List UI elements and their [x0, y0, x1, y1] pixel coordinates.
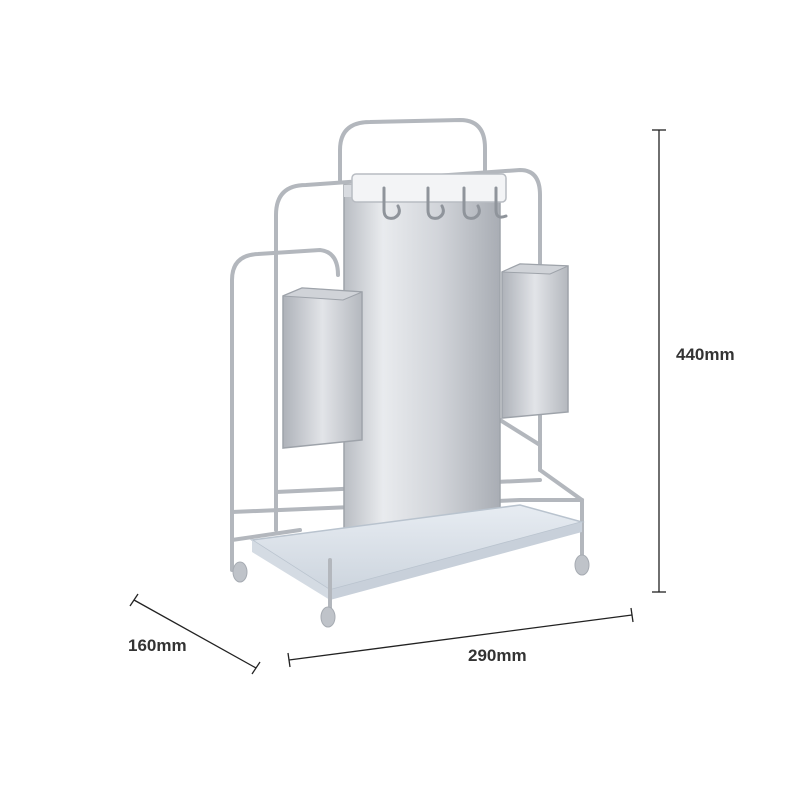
depth-label: 160mm — [128, 636, 187, 655]
drip-tray — [249, 504, 585, 600]
hook-rail — [351, 173, 508, 220]
height-label: 440mm — [676, 345, 735, 364]
right-utensil-holder — [501, 263, 569, 419]
width-label: 290mm — [468, 646, 527, 665]
depth-dimension-line — [129, 593, 261, 675]
width-dimension-line — [287, 607, 634, 668]
central-knife-panel — [343, 184, 501, 531]
height-dimension-line — [652, 129, 666, 593]
rubber-feet — [232, 554, 590, 628]
left-utensil-holder — [282, 287, 363, 449]
front-legs — [230, 510, 332, 612]
